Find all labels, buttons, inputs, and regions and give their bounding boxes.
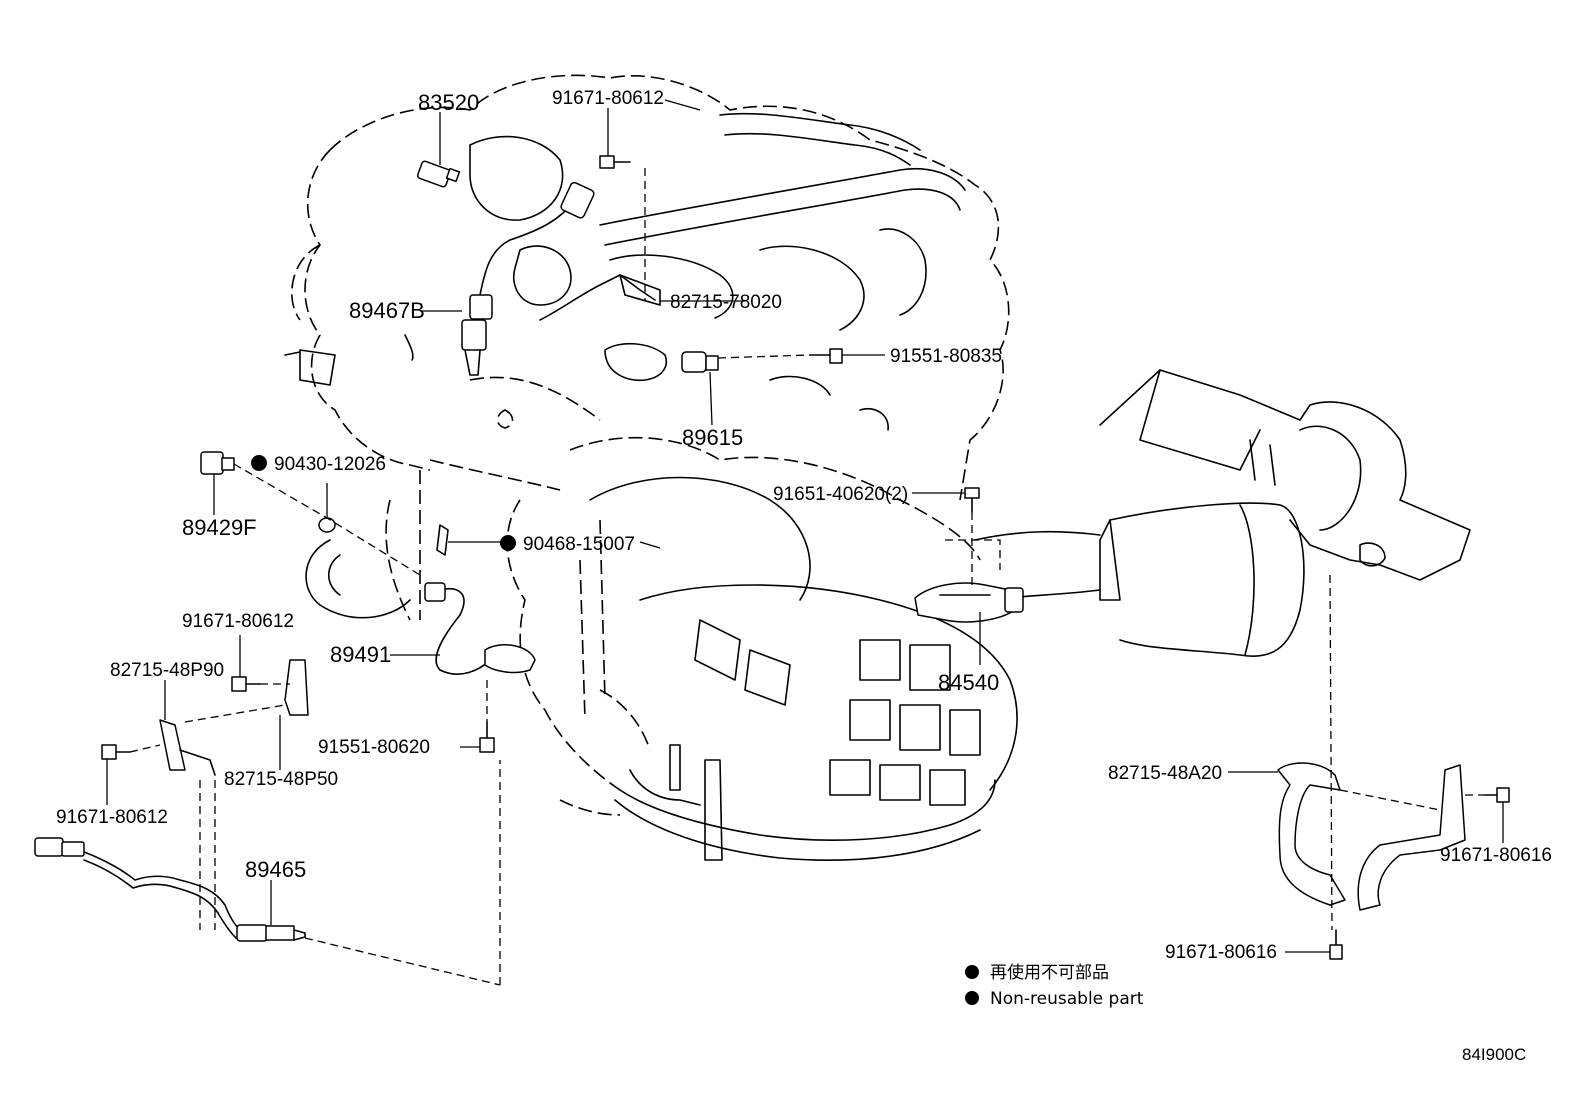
gasket-12026-icon (318, 517, 336, 533)
sensor-83520-icon (416, 160, 461, 188)
label-82715-48A20: 82715-48A20 (1108, 763, 1222, 784)
bolt-40620-icon (964, 487, 980, 513)
non-reusable-marker-icon (251, 455, 267, 471)
label-89467B: 89467B (349, 298, 425, 323)
clip-15007-icon (436, 524, 449, 556)
label-90430-12026: 90430-12026 (274, 454, 386, 475)
bracket-right-icon (1357, 764, 1466, 911)
legend: 再使用不可部品 Non-reusable part (965, 962, 1144, 1009)
sensor-89467B-icon (461, 181, 595, 376)
label-91671-80612-low: 91671-80612 (56, 807, 168, 828)
label-91671-80616-right: 91671-80616 (1440, 845, 1552, 866)
label-91551-80835: 91551-80835 (890, 346, 1002, 367)
leader-lines (106, 99, 1504, 953)
label-82715-48P90: 82715-48P90 (110, 660, 224, 681)
clamp-78020-icon (539, 274, 661, 321)
label-89615: 89615 (682, 425, 743, 450)
sensor-89465-icon (34, 837, 306, 942)
label-91671-80612-mid: 91671-80612 (182, 611, 294, 632)
bolt-right-icon (1484, 787, 1510, 803)
legend-en: Non-reusable part (990, 989, 1144, 1009)
bracket-48P90-icon (159, 719, 216, 776)
reference-lines (129, 168, 1485, 986)
bolt-80835-icon (809, 348, 843, 364)
label-90468-15007: 90468-15007 (523, 534, 635, 555)
bolt-mid-left-icon (231, 676, 261, 692)
label-89491: 89491 (330, 642, 391, 667)
bolt-lower-left-icon (101, 744, 131, 760)
label-91671-80612-top: 91671-80612 (552, 88, 664, 109)
switch-84540-icon (914, 582, 1024, 623)
bolt-bottom-right-icon (1329, 929, 1343, 960)
non-reusable-marker-icon (500, 535, 516, 551)
label-91551-80620: 91551-80620 (318, 737, 430, 758)
label-83520: 83520 (418, 90, 479, 115)
diagram-code: 84I900C (1462, 1045, 1526, 1064)
sensor-89615-icon (681, 351, 719, 373)
label-82715-48P50: 82715-48P50 (224, 769, 338, 790)
legend-marker-icon (965, 965, 979, 979)
part-labels: 83520 91671-80612 89467B 82715-78020 915… (56, 88, 1552, 963)
label-91651-40620: 91651-40620(2) (773, 484, 908, 505)
engine-outline (284, 74, 1471, 861)
bracket-48A20-icon (1277, 762, 1346, 906)
legend-jp: 再使用不可部品 (990, 962, 1109, 983)
legend-marker-icon (965, 991, 979, 1005)
label-82715-78020: 82715-78020 (670, 292, 782, 313)
label-91671-80616-bottom: 91671-80616 (1165, 942, 1277, 963)
bolt-80620-icon (479, 721, 495, 753)
label-89465: 89465 (245, 857, 306, 882)
label-89429F: 89429F (182, 515, 257, 540)
sensor-89491-icon (424, 582, 536, 675)
part-glyphs (34, 155, 1510, 960)
bracket-48P50-icon (284, 659, 309, 716)
label-84540: 84540 (938, 670, 999, 695)
bolt-top-icon (599, 155, 631, 169)
sensor-89429F-icon (200, 451, 235, 475)
